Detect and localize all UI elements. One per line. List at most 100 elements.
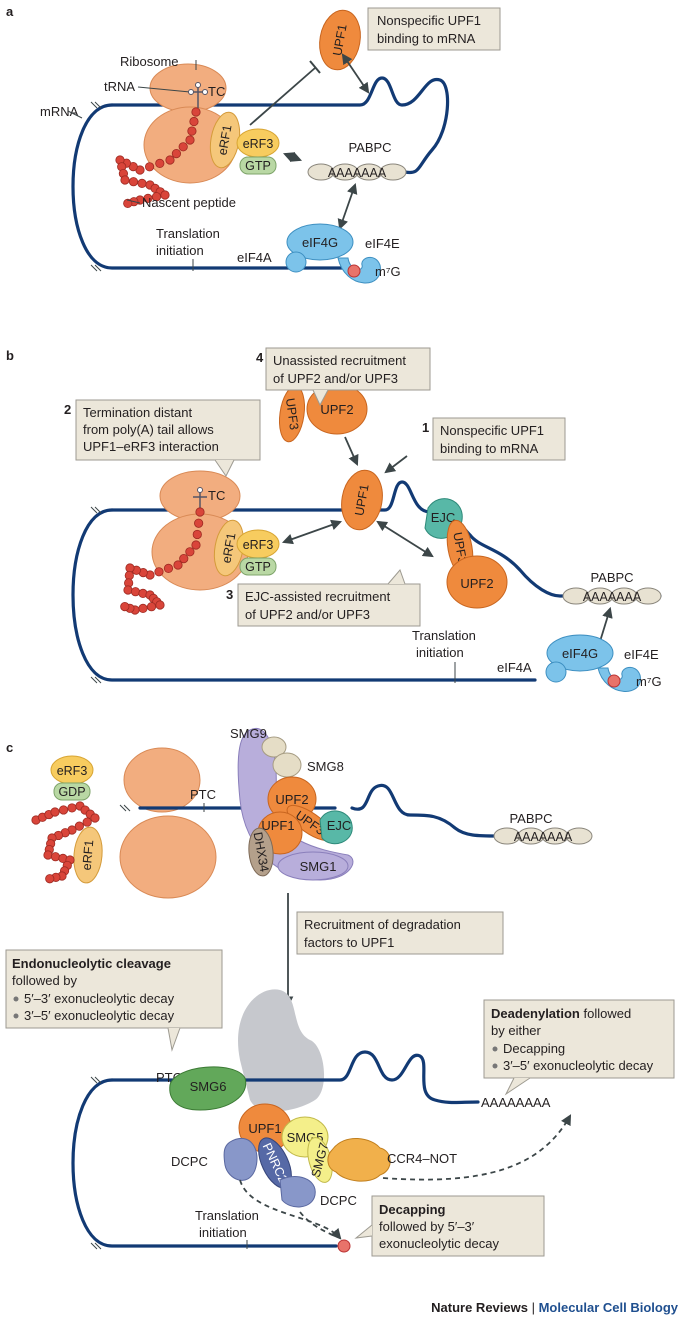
footer-credit: Nature Reviews | Molecular Cell Biology [431,1300,679,1315]
panel-c-deg-upf1-label: UPF1 [248,1121,281,1136]
panel-b-box1-line2: binding to mRNA [440,441,539,456]
panel-b-nascent-peptide [120,507,205,615]
panel-a-m7g-label: m⁷G [375,264,401,279]
peptide-bead [123,198,133,208]
panel-b-polya: AAAAAAA [583,590,642,604]
panel-c-decap-line2: followed by 5′–3′ [379,1219,475,1234]
panel-a-erf1-label: eRF1 [215,124,234,157]
panel-a-inhibit-line [249,67,316,126]
panel-a-transl-label1: Translation [156,226,220,241]
panel-c-smg8-label: SMG8 [307,759,344,774]
peptide-bead [165,155,175,165]
panel-c-endo-item1: 5′–3′ exonucleolytic decay [24,991,175,1006]
peptide-bead [82,817,92,827]
panel-b-pabpc-label: PABPC [590,570,633,585]
peptide-bead [58,805,69,815]
panel-a-trna-icon [188,82,208,108]
panel-c-dead-bullet1 [492,1046,498,1052]
panel-a-letter: a [6,4,14,19]
panel-a-box1-line2: binding to mRNA [377,31,476,46]
peptide-bead [145,162,155,172]
panel-b-upf1 [341,469,383,531]
panel-b-box4 [265,347,431,391]
panel-b-eif4a-label: eIF4A [497,660,532,675]
panel-c-recruit-line2: factors to UPF1 [304,935,394,950]
panel-c-endo-box [5,949,223,1029]
panel-c-polya: AAAAAAA [514,830,573,844]
panel-a-eif4e-label: eIF4E [365,236,400,251]
panel-c-erf3-label: eRF3 [57,764,88,778]
panel-b-upf2-bound-label: UPF2 [460,576,493,591]
panel-c-smg6 [169,1066,247,1111]
panel-a-eif4g [286,223,354,261]
panel-c-degradation-shadow [238,989,325,1112]
footer-sep: | [528,1300,539,1315]
panel-a-gtp [239,156,277,175]
peptide-bead [130,587,141,597]
peptide-bead [171,149,181,159]
panel-b-eif4a [545,661,567,683]
panel-a-mrna-break [90,101,98,109]
panel-b-letter: b [6,348,14,363]
panel-b-trna-icon [193,487,207,512]
peptide-bead [194,518,204,528]
panel-a-nascent-peptide [115,107,201,208]
peptide-bead [173,560,183,570]
panel-c-deadenylation-arrow [382,1114,572,1181]
panel-a-pabpc-eif4g-arrow [337,182,358,231]
panel-c-smg9 [261,736,287,758]
peptide-bead [178,142,188,152]
panel-c-dcpc-right [279,1176,316,1208]
panel-a-eif4a [285,251,307,273]
panel-b-upf3-free-label: UPF3 [283,397,301,431]
panel-c-gdp-label: GDP [58,785,85,799]
panel-c-endo-item2: 3′–5′ exonucleolytic decay [24,1008,175,1023]
footer-journal: Nature Reviews [431,1300,528,1315]
panel-b-erf3-label: eRF3 [243,538,274,552]
panel-a-nascent-label: Nascent peptide [142,195,236,210]
panel-a-transl-label2: initiation [156,243,204,258]
peptide-bead [138,603,148,614]
panel-b-tc-label: TC [208,488,225,503]
panel-c-dead-title-rest: followed [580,1006,631,1021]
peptide-bead [146,602,157,612]
peptide-bead [189,116,199,127]
panel-c-smg6-label: SMG6 [190,1079,227,1094]
peptide-bead [67,803,77,813]
peptide-bead [128,177,139,187]
panel-b-eif4g-label: eIF4G [562,646,598,661]
peptide-bead [43,850,53,860]
panel-b-transl-label2: initiation [416,645,464,660]
panel-b-upf1-ejc-arrow [376,520,434,558]
panel-c-transl-label2: initiation [199,1225,247,1240]
panel-c-decap-line3: exonucleolytic decay [379,1236,499,1251]
panel-c-endo-title: Endonucleolytic cleavage [12,956,171,971]
panel-b-box3-line2: of UPF2 and/or UPF3 [245,607,370,622]
panel-c-cap-icon [337,1239,351,1253]
panel-a-polya: AAAAAAA [328,166,387,180]
panel-c-dead-bullet2 [492,1063,498,1069]
panel-c-decap-title: Decapping [379,1202,446,1217]
panel-b-gtp [239,557,277,576]
peptide-bead [163,563,174,574]
panel-b-box2-line3: UPF1–eRF3 interaction [83,439,219,454]
panel-c-recruit-box [296,911,504,955]
panel-c-erf1 [73,826,103,884]
panel-a-upf1-binding-arrow [341,53,370,94]
panel-c-decap-arrow-right [299,1211,341,1239]
peptide-bead [195,507,205,517]
panel-c-dcpc-left [223,1137,258,1181]
peptide-bead [192,529,202,540]
panel-c-dhx34-label: DHX34 [251,831,272,873]
panel-b-eif4g [546,634,614,672]
panel-c-ccr4-label: CCR4–NOT [387,1151,457,1166]
panel-b-gtp-label: GTP [245,560,271,574]
panel-c-smg8 [272,752,302,778]
panel-c-pabpc-label: PABPC [509,811,552,826]
panel-b: b TC eRF1 eRF3 GTP UPF1 UPF3 UPF2 [6,347,662,692]
panel-b-cap-icon [607,674,621,688]
panel-b-upf2-upf1-arrow [344,436,359,466]
peptide-bead [191,107,201,117]
peptide-bead [179,553,189,564]
panel-c-dead-line2: by either [491,1023,542,1038]
